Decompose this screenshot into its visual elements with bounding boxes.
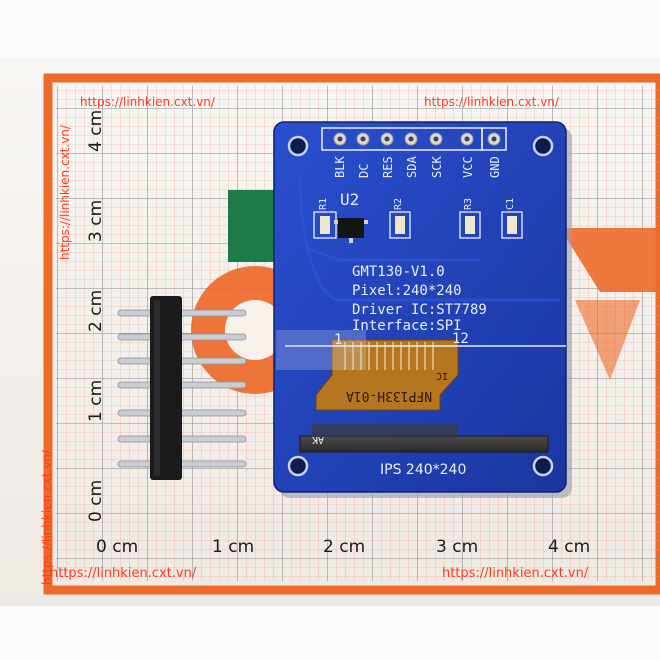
ak-mark: AK [312, 434, 325, 445]
ruler-x-label-0: 0 cm [96, 537, 139, 557]
pin-label-blk: BLK [333, 156, 347, 178]
interface-label: Interface:SPI [352, 318, 462, 334]
driver-label: Driver IC:ST7789 [352, 302, 487, 318]
ruler-x-label-1: 1 cm [212, 537, 255, 557]
pin-label-sda: SDA [405, 156, 419, 178]
pin-label-vcc: VCC [461, 156, 475, 178]
ips-label: IPS 240*240 [380, 462, 467, 478]
ruler-x-label-3: 3 cm [436, 537, 479, 557]
flex-pin-12-label: 12 [452, 331, 469, 347]
pixel-label: Pixel:240*240 [352, 283, 462, 299]
ic-mark: IC [436, 370, 449, 381]
ruler-x-label-2: 2 cm [323, 537, 366, 557]
model-label: GMT130-V1.0 [352, 264, 445, 280]
flex-pin-1-label: 1 [334, 332, 343, 348]
u2-label: U2 [340, 190, 360, 209]
fpc-code-label: NFP133H-01A [346, 388, 433, 403]
watermark-url-bottom-left: https://linhkien.cxt.vn/ [50, 566, 197, 581]
r1-label: R1 [318, 197, 329, 210]
pin-label-sck: SCK [430, 156, 444, 178]
pin-label-gnd: GND [488, 156, 502, 178]
pin-label-dc: DC [357, 163, 371, 178]
watermark-url-top-left: https://linhkien.cxt.vn/ [80, 95, 215, 109]
ruler-x-label-4: 4 cm [548, 537, 591, 557]
r3-label: R3 [463, 197, 474, 210]
c1-label: C1 [505, 197, 516, 210]
pin-label-res: RES [381, 156, 395, 178]
watermark-url-bottom-right: https://linhkien.cxt.vn/ [442, 566, 589, 581]
watermark-url-top-right: https://linhkien.cxt.vn/ [424, 95, 559, 109]
r2-label: R2 [393, 197, 404, 210]
